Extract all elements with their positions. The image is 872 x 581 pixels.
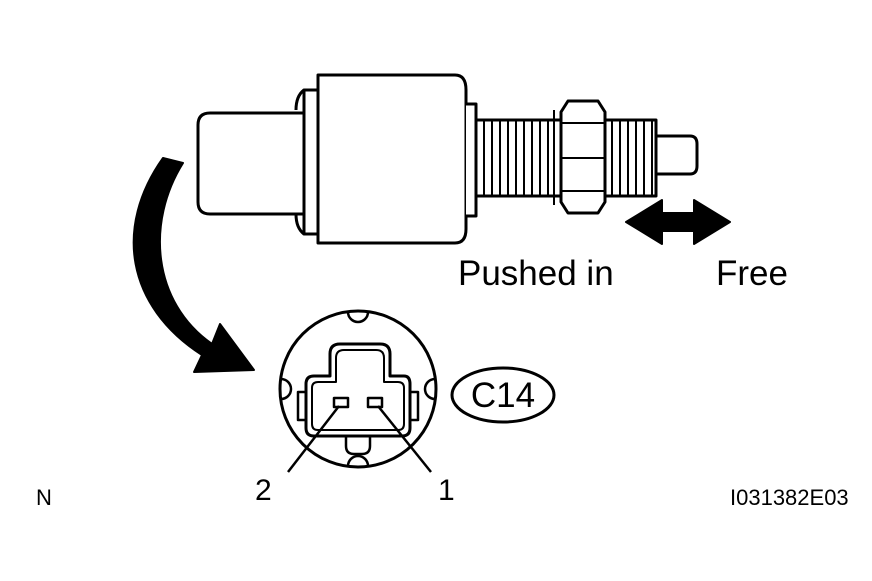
label-terminal-1: 1 <box>438 474 455 507</box>
figure-code: I031382E03 <box>730 485 849 510</box>
switch-body <box>316 73 468 245</box>
terminal-1 <box>366 396 384 409</box>
double-arrow-icon <box>625 199 731 245</box>
label-free: Free <box>716 254 788 293</box>
connector-id-oval <box>450 366 556 424</box>
plunger <box>654 134 699 176</box>
label-terminal-2: 2 <box>255 474 272 507</box>
switch-assembly <box>196 73 699 245</box>
view-mark: N <box>36 485 52 510</box>
shaft-threads <box>483 120 653 196</box>
terminal-leaders <box>287 405 432 473</box>
label-pushed-in: Pushed in <box>458 254 614 293</box>
connector-face <box>278 309 438 469</box>
curved-view-arrow-icon <box>132 157 255 373</box>
terminal-2 <box>332 396 350 409</box>
connector-id-label: C14 <box>471 376 535 415</box>
connector-housing <box>196 111 320 216</box>
